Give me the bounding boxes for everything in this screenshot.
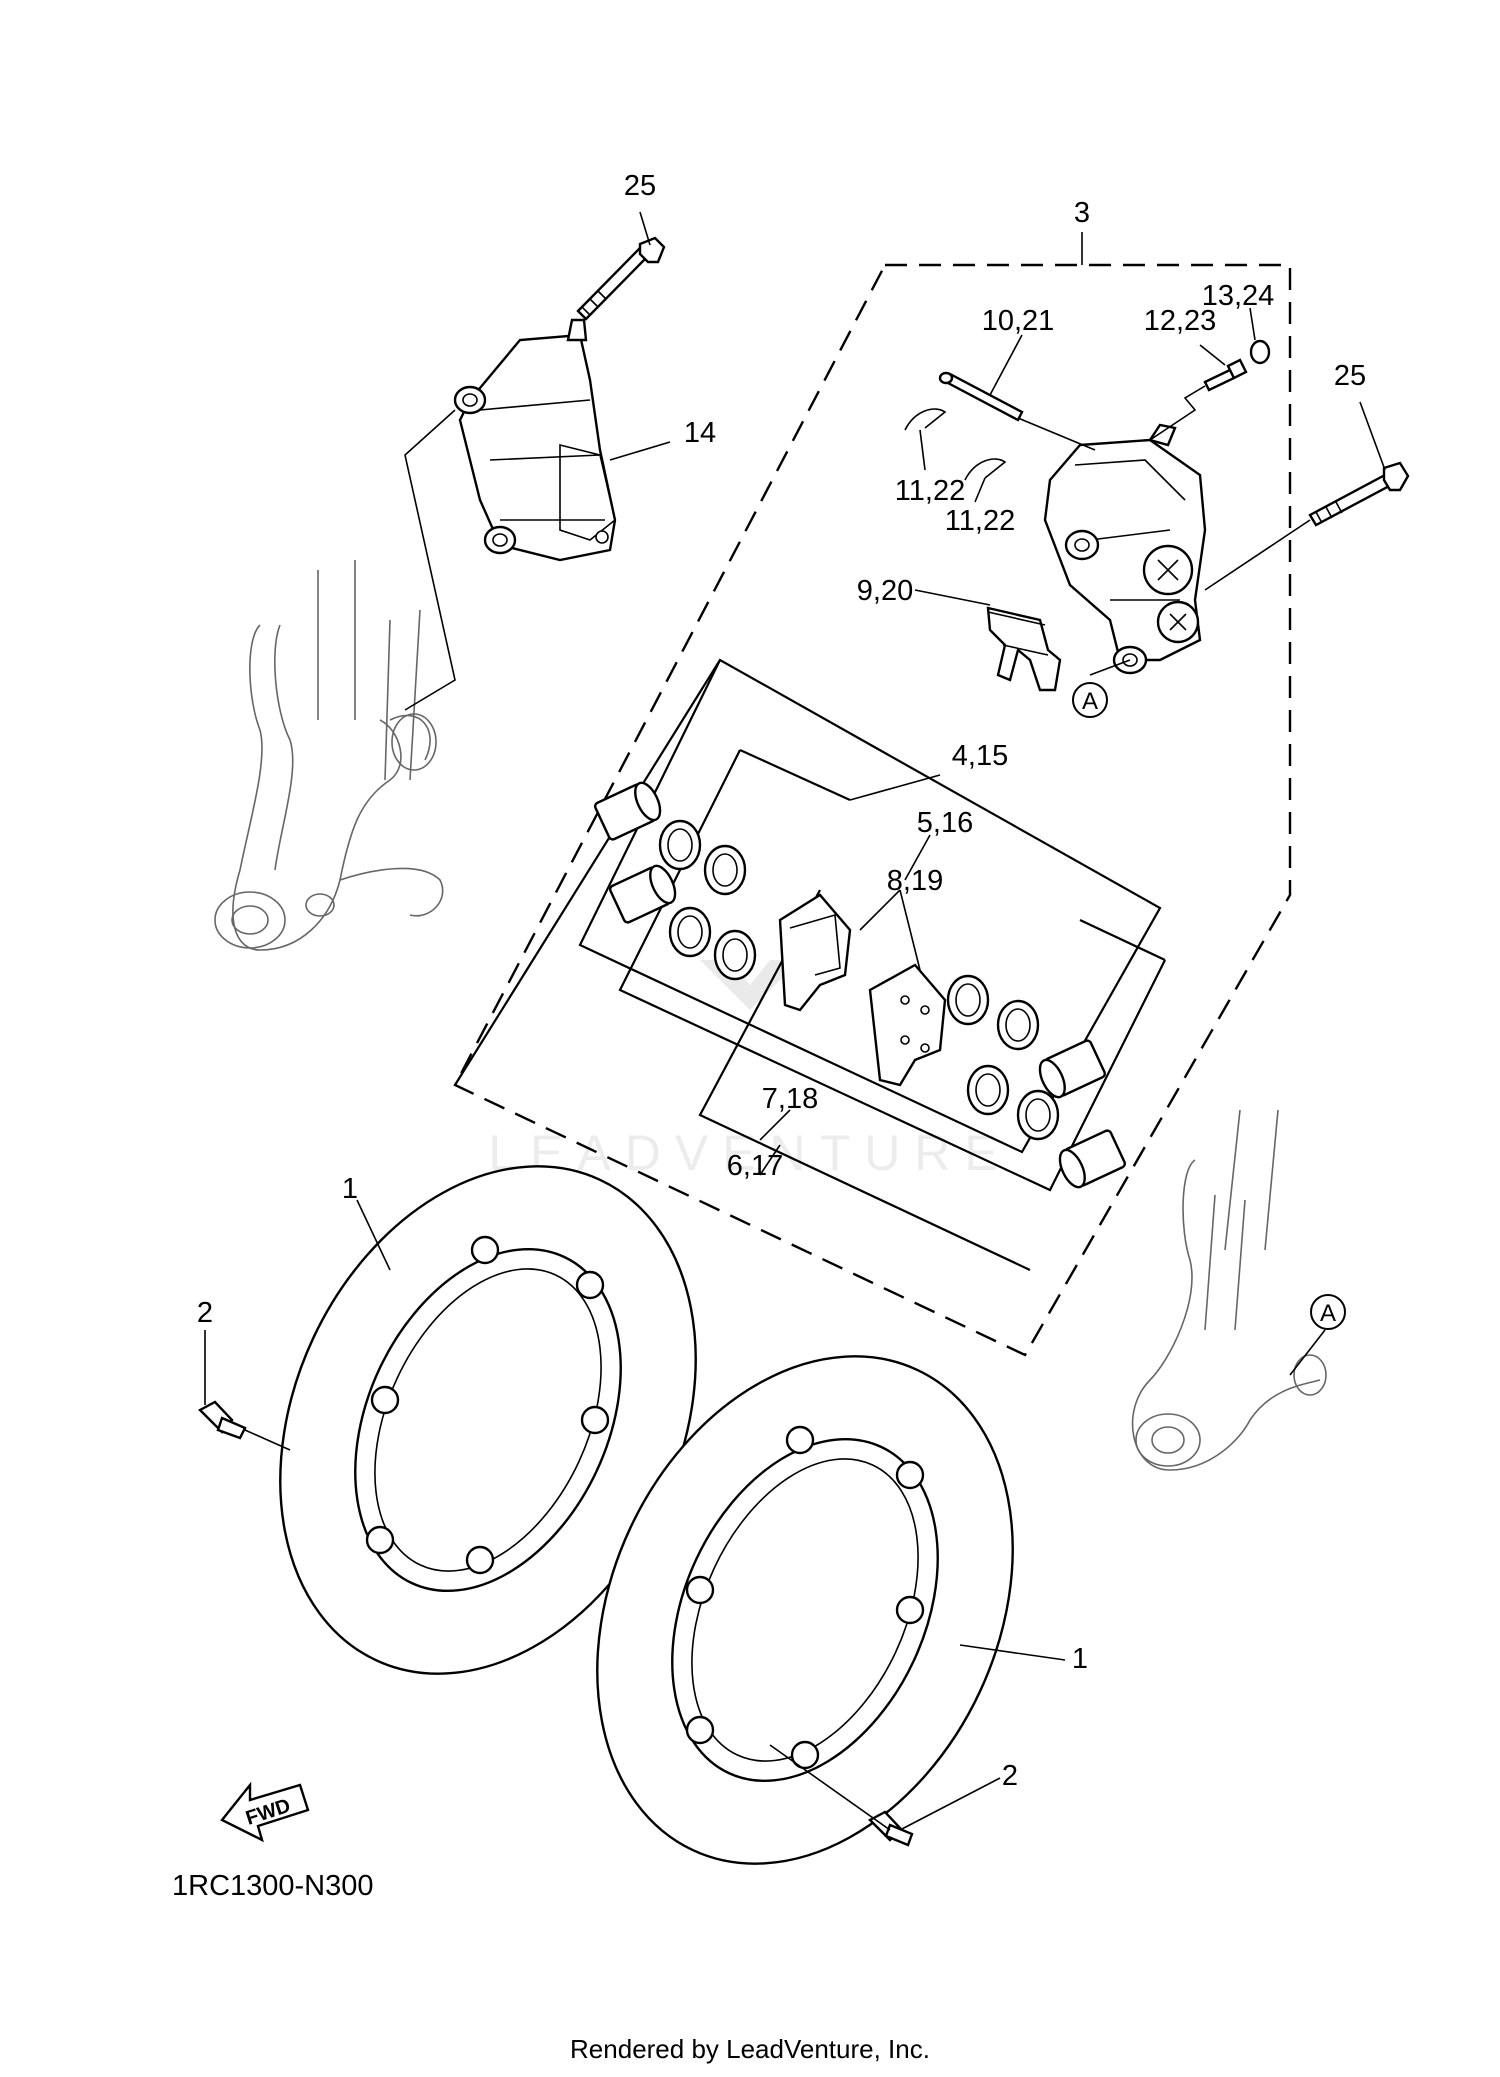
callout-3: 3 [1074,197,1090,229]
disc-bolt-right [868,1810,914,1847]
diagram-code: 1RC1300-N300 [172,1870,374,1902]
brake-disc-left [279,1165,697,1675]
callout-11-22-a: 11,22 [895,475,965,507]
caliper-assembly-boundary [453,263,1292,1357]
brake-disc-right [596,1355,1014,1865]
bleed-screw-12-23 [1203,358,1248,392]
cap-13-24 [1249,339,1271,365]
bolt-25-right [1308,461,1410,527]
footer-credit: Rendered by LeadVenture, Inc. [570,2034,930,2064]
pin-10-21 [938,371,1096,451]
callout-4-15: 4,15 [952,740,1008,772]
disc-bolt-left [198,1400,247,1440]
callout-1-right: 1 [1072,1643,1088,1675]
svg-text:A: A [1320,1300,1336,1327]
pad-spring-9-20 [986,606,1062,692]
left-fork-illustration [214,560,444,951]
right-caliper-illustration [1043,423,1207,675]
callout-25-right: 25 [1334,360,1366,392]
callout-labels: 25 3 13,24 10,21 12,23 25 14 11,22 11,22… [197,170,1366,1792]
leader-right-bolt [1204,519,1311,591]
svg-text:A: A [1082,688,1098,715]
left-caliper-illustration [453,318,617,562]
seal-bracket-lines-2 [454,659,721,1086]
leader-bleed-screw [1149,385,1206,441]
callout-6-17: 6,17 [727,1150,783,1182]
callout-a-fork: A [1310,1294,1346,1330]
right-fork-illustration [1131,1109,1327,1471]
clip-11-22 [904,408,1007,481]
callout-leaders [204,211,1386,1831]
leader-left-caliper-mount [404,409,456,711]
callout-5-16: 5,16 [917,807,973,839]
callout-10-21: 10,21 [982,305,1055,337]
brake-pads [778,893,947,1087]
callout-8-19: 8,19 [887,865,943,897]
callout-14: 14 [684,417,716,449]
callout-11-22-b: 11,22 [945,505,1015,537]
callout-2-right: 2 [1002,1760,1018,1792]
callout-13-24: 13,24 [1202,280,1275,312]
callout-25-left: 25 [624,170,656,202]
callout-12-23: 12,23 [1144,305,1217,337]
bolt-25-left [576,236,666,321]
callout-9-20: 9,20 [857,575,913,607]
callout-7-18: 7,18 [762,1083,818,1115]
callout-1-left: 1 [342,1173,358,1205]
fwd-arrow-badge [220,1781,310,1843]
pistons-and-seals [594,781,1126,1189]
callout-a-caliper: A [1072,682,1108,718]
callout-2-left: 2 [197,1297,213,1329]
